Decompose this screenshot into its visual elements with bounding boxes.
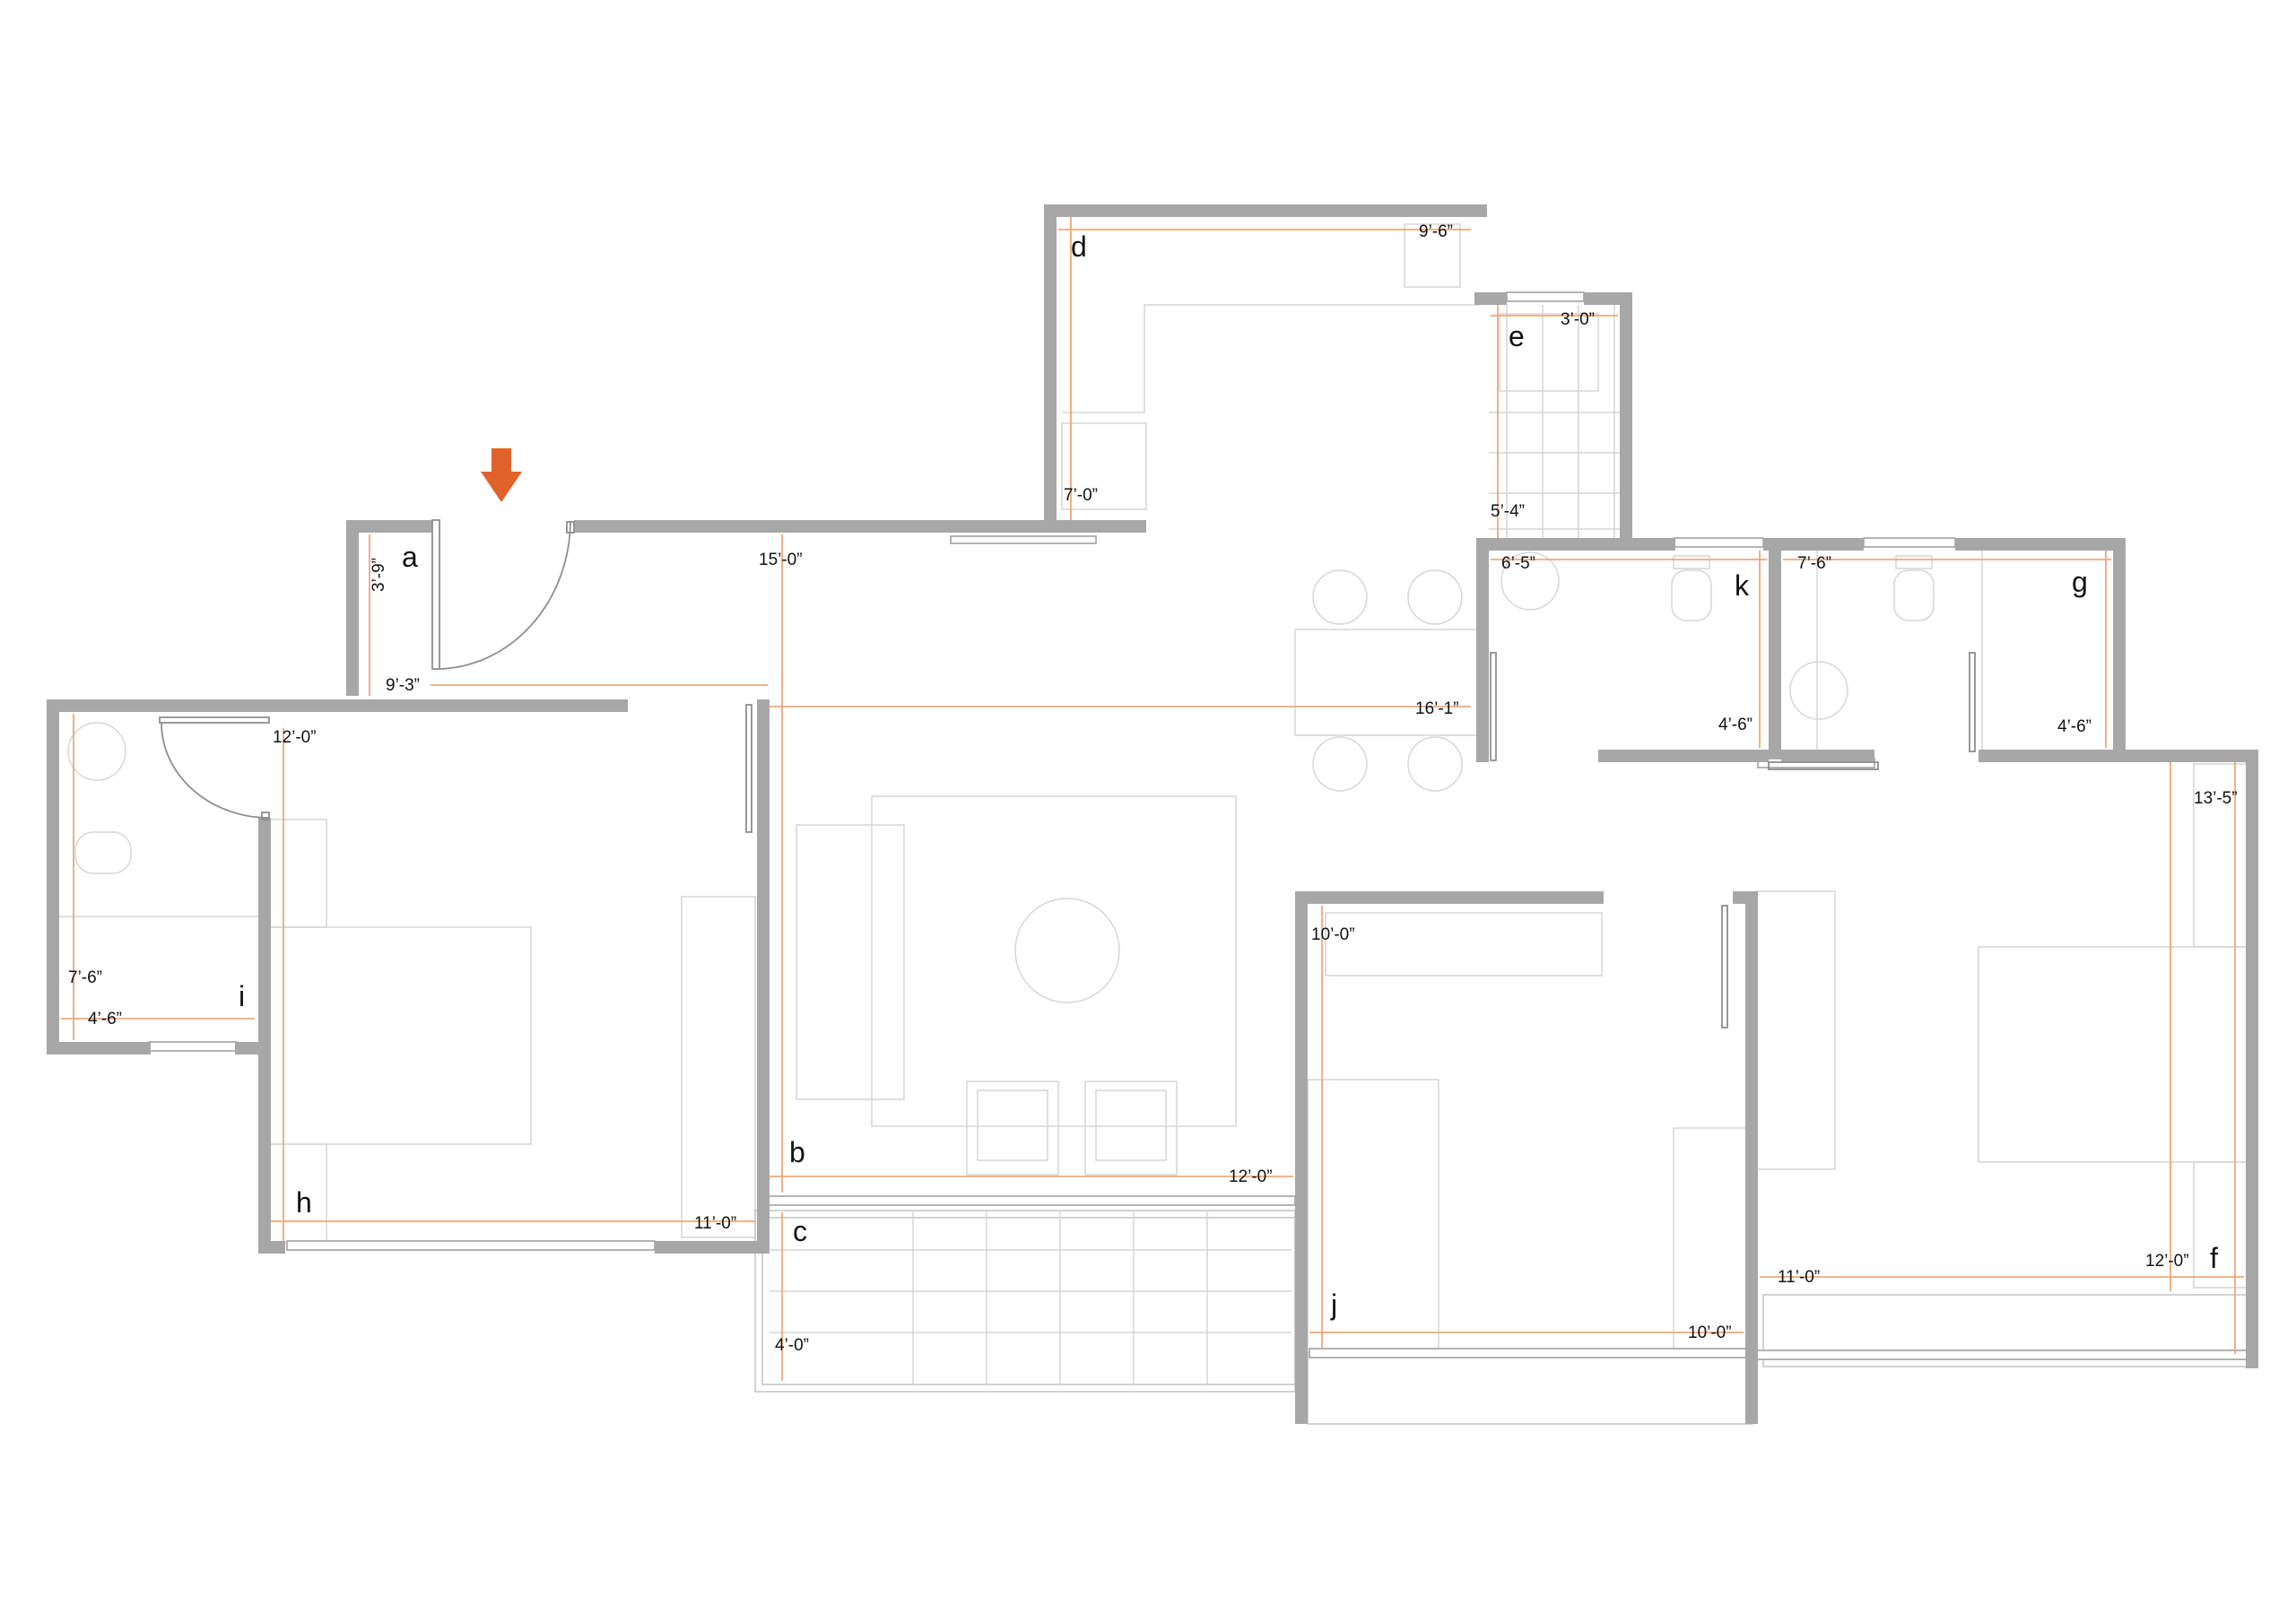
dim-i-width: 4’-6”: [88, 1010, 122, 1028]
room-label-c: c: [793, 1215, 807, 1247]
bathroom-i-fixtures: [57, 722, 258, 917]
room-label-g: g: [2072, 566, 2088, 598]
dim-j-width: 10’-0”: [1688, 1324, 1732, 1342]
dim-e-height: 5’-4”: [1491, 502, 1525, 521]
balcony-c: [754, 1210, 1296, 1393]
dim-k-height: 4’-6”: [1718, 716, 1752, 734]
dim-f-height-top: 13’-5”: [2194, 789, 2238, 808]
room-label-j: j: [1330, 1289, 1337, 1321]
room-label-i: i: [239, 980, 245, 1012]
bedroom-f-furniture: [1755, 763, 2250, 1289]
room-label-a: a: [402, 541, 418, 573]
bedroom-h-furniture: [268, 819, 756, 1244]
living-set: [796, 795, 1237, 1176]
entry-door: [431, 519, 575, 670]
dim-e-width: 3’-0”: [1561, 310, 1595, 329]
dim-c-height: 4’-0”: [775, 1336, 809, 1355]
dim-f-width: 11’-0”: [1778, 1268, 1820, 1287]
dim-j-height: 10’-0”: [1311, 925, 1355, 944]
entry-arrow-icon: [481, 448, 522, 502]
hall-door: [1768, 761, 1879, 770]
bathroom-k-fixtures: [1500, 551, 1712, 621]
room-label-k: k: [1735, 569, 1750, 602]
balcony-j: [1307, 1351, 1753, 1425]
room-label-d: d: [1071, 230, 1087, 263]
bathroom-i-door: [159, 716, 270, 820]
dimension-labels: 9’-6” 7’-0” 3’-0” 5’-4” 3’-9” 9’-3” 15’-…: [68, 222, 2238, 1355]
staircase: [1489, 305, 1632, 538]
dim-i-height: 7’-6”: [68, 968, 102, 987]
dim-a-width: 9’-3”: [386, 676, 420, 695]
windows-layer: [148, 291, 2254, 1360]
dining-set: [1294, 569, 1479, 792]
bathroom-k-door: [1490, 652, 1497, 761]
dim-h-width: 11’-0”: [694, 1214, 736, 1233]
room-label-h: h: [296, 1186, 312, 1219]
room-label-e: e: [1509, 320, 1525, 352]
doors-layer: [159, 519, 1976, 1028]
dim-dining-width: 16’-1”: [1415, 699, 1459, 718]
dim-living-depth: 15’-0”: [759, 551, 803, 569]
room-label-b: b: [789, 1136, 805, 1168]
dim-b-width: 12’-0”: [1229, 1167, 1273, 1186]
dim-g-width: 7’-6”: [1797, 554, 1831, 573]
dimension-lines: [61, 217, 2244, 1381]
dim-g-height: 4’-6”: [2057, 717, 2092, 736]
bedroom-h-door: [745, 704, 752, 833]
bedroom-j-furniture: [1307, 912, 1748, 1350]
room-label-f: f: [2210, 1242, 2218, 1274]
dim-d-height: 7’-0”: [1064, 486, 1098, 505]
bathroom-g-fixtures: [1789, 547, 1983, 753]
bathroom-g-door: [1969, 652, 1976, 752]
room-labels: a b c d e f g h i j k: [239, 230, 2218, 1321]
dim-d-width: 9’-6”: [1419, 222, 1453, 241]
dim-a-height: 3’-9”: [370, 558, 388, 592]
bedroom-j-door: [1721, 905, 1728, 1028]
walls-layer: [47, 204, 2258, 1424]
dim-f-height: 12’-0”: [2145, 1252, 2189, 1271]
dim-h-height: 12’-0”: [273, 728, 317, 747]
dim-k-width: 6’-5”: [1501, 554, 1535, 573]
